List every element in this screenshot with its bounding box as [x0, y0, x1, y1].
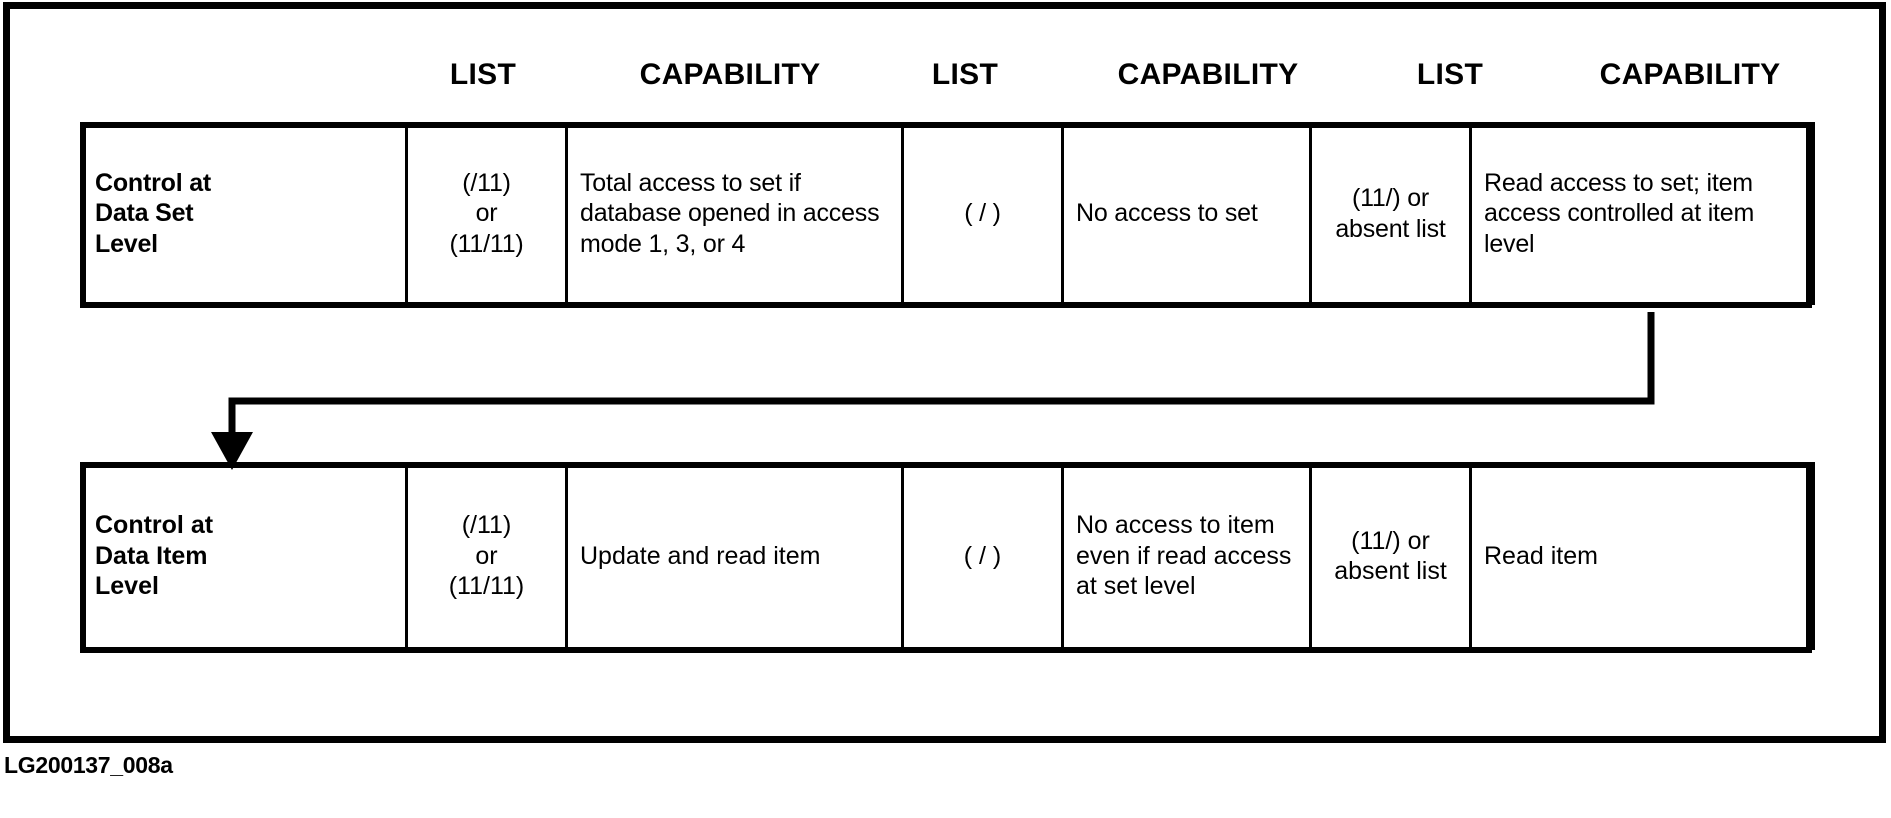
cell-list-1-item-level: (/11) or (11/11)	[405, 462, 568, 650]
cell-capability-2-item-level: No access to item even if read access at…	[1061, 462, 1312, 650]
figure-caption: LG200137_008a	[4, 752, 173, 778]
table-row-data-set-level: Control at Data Set Level (/11) or (11/1…	[80, 122, 1815, 305]
cell-list-2-set-level: ( / )	[901, 122, 1064, 305]
list-value-line-2: or	[475, 199, 498, 228]
cell-capability-3-set-level: Read access to set; item access controll…	[1469, 122, 1815, 305]
cell-list-3-item-level: (11/) or absent list	[1309, 462, 1472, 650]
cell-list-2-item-level: ( / )	[901, 462, 1064, 650]
row-label-line-2: Data Set	[95, 199, 194, 228]
row-label-line-1: Control at	[95, 168, 212, 197]
access-control-matrix-bottom: Control at Data Item Level (/11) or (11/…	[80, 462, 1815, 650]
row-label-data-item-level: Control at Data Item Level	[80, 462, 408, 650]
table-row-data-item-level: Control at Data Item Level (/11) or (11/…	[80, 462, 1815, 650]
column-header-list-2: LIST	[931, 58, 999, 91]
column-header-capability-1: CAPABILITY	[639, 58, 821, 91]
list-value-line-1: (/11)	[461, 511, 512, 540]
column-header-list-1: LIST	[449, 58, 517, 91]
cell-capability-1-item-level: Update and read item	[565, 462, 904, 650]
cell-list-3-set-level: (11/) or absent list	[1309, 122, 1472, 305]
cell-capability-3-item-level: Read item	[1469, 462, 1815, 650]
list-value-line-2: or	[475, 541, 498, 570]
column-header-list-3: LIST	[1416, 58, 1484, 91]
list-value-line-3: (11/11)	[449, 229, 524, 258]
row-label-line-1: Control at	[95, 511, 214, 540]
list-value-line-3: (11/11)	[448, 572, 525, 601]
list-value-line-1: (/11)	[462, 168, 511, 197]
row-label-line-3: Level	[95, 572, 159, 601]
column-header-capability-2: CAPABILITY	[1117, 58, 1299, 91]
row-label-line-2: Data Item	[95, 541, 208, 570]
cell-list-1-set-level: (/11) or (11/11)	[405, 122, 568, 305]
cell-capability-2-set-level: No access to set	[1061, 122, 1312, 305]
row-label-line-3: Level	[95, 229, 158, 258]
row-label-data-set-level: Control at Data Set Level	[80, 122, 408, 305]
column-header-row: LIST CAPABILITY LIST CAPABILITY LIST CAP…	[80, 58, 1812, 104]
cell-capability-1-set-level: Total access to set if database opened i…	[565, 122, 904, 305]
column-header-capability-3: CAPABILITY	[1599, 58, 1781, 91]
access-control-matrix-top: Control at Data Set Level (/11) or (11/1…	[80, 122, 1815, 305]
